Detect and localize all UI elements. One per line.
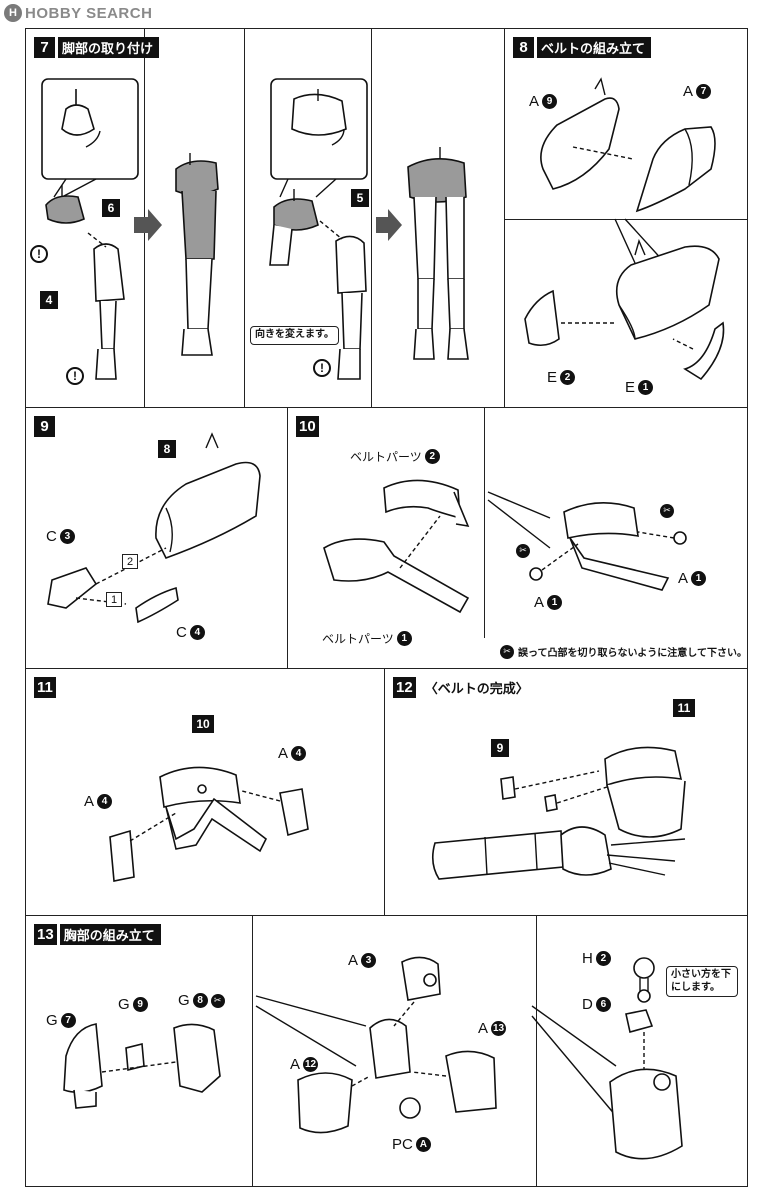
step-10-illustration [323,479,687,614]
part-number-circle: 4 [189,625,205,640]
part-g8-label: G 8 ✂ [178,992,225,1009]
caution-cut-icon: ✂ [516,544,530,558]
part-number-circle: 2 [560,370,576,385]
part-number-circle: 9 [542,94,558,109]
part-4-label: 4 [40,291,58,309]
part-a3-label: A 3 [348,952,377,969]
part-a1-label: A 1 [534,594,563,611]
part-a1-label: A 1 [678,570,707,587]
part-number-circle: 7 [696,84,712,99]
logo-mark-icon: H [4,4,22,22]
step-10-panel: 10 ベルトパーツ 2 ベルトパーツ 1 ✂ ✂ A 1 A 1 ✂ 誤って凸部… [287,407,748,669]
step-11-illustration [109,766,309,882]
belt-part-2-label: ベルトパーツ 2 [350,448,440,465]
step-10-number: 10 [296,416,319,437]
logo-text: HOBBY SEARCH [25,4,153,22]
part-number-circle: A [415,1137,431,1152]
step-13-illustration [63,956,683,1160]
order-2-box: 2 [122,554,138,569]
part-a13-label: A 13 [478,1020,507,1037]
step-8-illustration [524,77,725,381]
part-number-circle: 4 [291,746,307,761]
part-e1-label: E 1 [625,379,654,396]
step-13-small-side-note: 小さい方を下にします。 [666,966,738,997]
step-8-number: 8 [513,37,534,58]
step-7-header: 7 脚部の取り付け [34,37,160,58]
step-12-header: 12 〈ベルトの完成〉 [393,677,535,698]
belt-part-1-label: ベルトパーツ 1 [322,630,412,647]
warning-icon: ! [66,367,84,385]
part-number-circle: 1 [691,571,707,586]
step-12-number: 12 [393,677,416,698]
step-8-title: ベルトの組み立て [537,37,652,58]
part-pca-label: PC A [392,1136,431,1153]
ref-8-label: 8 [158,440,176,458]
part-a4-label: A 4 [278,745,307,762]
step-8-panel: 8 ベルトの組み立て A 9 A 7 E 2 E 1 [504,28,748,408]
part-number-circle: 8 [192,993,208,1008]
step-9-illustration [47,432,261,624]
part-c3-label: C 3 [46,528,75,545]
caution-note: ✂ 誤って凸部を切り取らないように注意して下さい。 [500,644,747,659]
step-11-number: 11 [34,677,56,698]
part-number-circle: 13 [491,1021,507,1036]
step-9-number: 9 [34,416,55,437]
part-a7-label: A 7 [683,83,712,100]
part-number-circle: 1 [547,595,563,610]
step-7-number: 7 [34,37,55,58]
step-11-panel: 11 10 A 4 A 4 [25,668,385,916]
part-g9-label: G 9 [118,996,148,1013]
step-13-number: 13 [34,924,57,945]
step-12-panel: 12 〈ベルトの完成〉 9 11 [384,668,748,916]
order-1-box: 1 [106,592,122,607]
part-number-circle: 1 [638,380,654,395]
step-10-header: 10 [296,416,319,437]
step-7-panel: 7 脚部の取り付け [25,28,505,408]
step-9-header: 9 [34,416,55,437]
part-h2-label: H 2 [582,950,611,967]
part-a12-label: A 12 [290,1056,319,1073]
part-number-circle: 3 [59,529,75,544]
warning-icon: ! [313,359,331,377]
ref-9-label: 9 [491,739,509,757]
part-number-circle: 7 [60,1013,76,1028]
part-6-label: 6 [102,199,120,217]
caution-cut-icon: ✂ [500,644,514,659]
step-13-header: 13 胸部の組み立て [34,924,161,945]
part-a4-label: A 4 [84,793,113,810]
hobby-search-logo: H HOBBY SEARCH [4,4,152,22]
caution-cut-icon: ✂ [660,504,674,518]
step-13-panel: 13 胸部の組み立て G 7 G 9 G 8 ✂ [25,915,748,1187]
part-number-circle: 4 [97,794,113,809]
part-c4-label: C 4 [176,624,205,641]
step-8-header: 8 ベルトの組み立て [513,37,652,58]
part-number-circle: 6 [595,997,611,1012]
caution-cut-icon: ✂ [210,993,225,1008]
step-7-direction-note: 向きを変えます。 [250,326,339,345]
part-a9-label: A 9 [529,93,558,110]
step-12-title: 〈ベルトの完成〉 [424,682,529,697]
part-number-circle: 9 [132,997,148,1012]
part-number-circle: 1 [396,631,412,646]
step-7-title: 脚部の取り付け [58,37,160,58]
step-11-header: 11 [34,677,56,698]
step-9-panel: 9 8 C 3 C 4 2 1 [25,407,288,669]
part-5-label: 5 [351,189,369,207]
warning-icon: ! [30,245,48,263]
part-e2-label: E 2 [547,369,576,386]
part-d6-label: D 6 [582,996,611,1013]
part-number-circle: 3 [361,953,377,968]
ref-10-label: 10 [192,715,214,733]
part-number-circle: 12 [303,1057,319,1072]
step-13-title: 胸部の組み立て [59,924,161,945]
step-7-illustration [41,78,469,380]
part-number-circle: 2 [595,951,611,966]
part-g7-label: G 7 [46,1012,76,1029]
ref-11-label: 11 [673,699,695,717]
part-number-circle: 2 [424,449,440,464]
step-12-illustration [431,746,686,880]
